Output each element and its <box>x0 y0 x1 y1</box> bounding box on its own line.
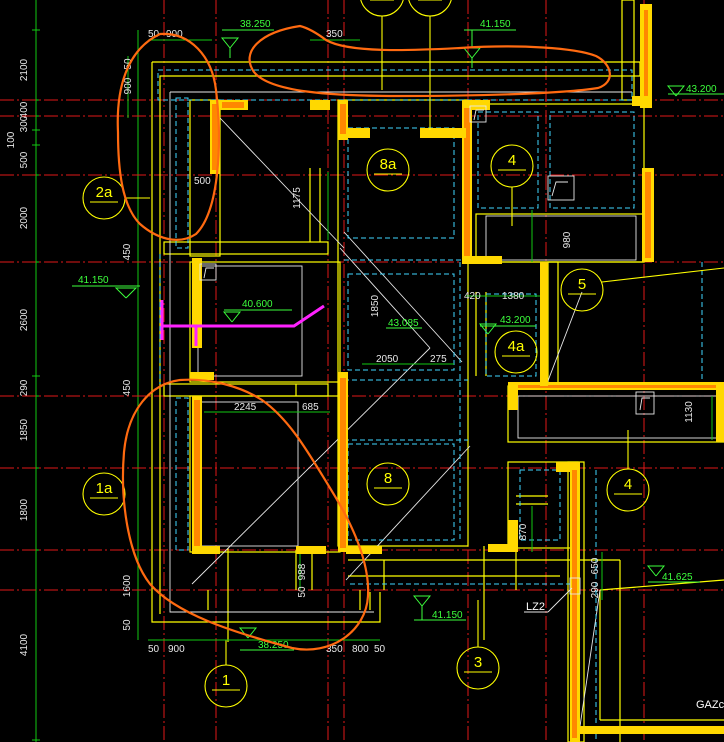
tag-lz2: LZ2 <box>526 601 545 613</box>
bubble-8a-label: 8a <box>380 156 397 173</box>
dim-988: 988 <box>297 563 308 580</box>
dim-500-2a: 500 <box>194 176 211 187</box>
bubble-4-top-label: 4 <box>508 152 516 169</box>
dim-bottom-50: 50 <box>148 644 160 655</box>
dim-2050: 2050 <box>376 354 399 365</box>
bubble-8a: 8a <box>366 148 410 192</box>
dim-1850: 1850 <box>19 418 30 441</box>
elev-41150-bottom-text: 41.150 <box>432 610 463 621</box>
magenta-pipe <box>160 300 325 346</box>
elev-38250-top-text: 38.250 <box>240 19 271 30</box>
elev-43200-top-text: 43.200 <box>686 84 717 95</box>
bubble-3: 3 <box>456 600 500 690</box>
dim-275: 275 <box>430 354 447 365</box>
left-dimension-chain: 2100 400 300 100 500 2000 450 2600 290 4… <box>6 0 139 742</box>
elevation-markers: 38.250 41.150 43.200 41.150 40.600 43.08… <box>72 19 724 651</box>
bubble-1: 1 <box>204 640 248 708</box>
elev-40600: 40.600 <box>222 299 292 323</box>
dim-bottom-800: 800 <box>352 644 369 655</box>
dim-4100: 4100 <box>19 633 30 656</box>
dim-870: 870 <box>518 523 529 540</box>
bubble-1a-label: 1a <box>96 480 113 497</box>
dim-650: 650 <box>590 557 601 574</box>
wall-fills <box>190 4 724 742</box>
markup-circle-bottom-left <box>121 378 370 651</box>
elev-38250-bottom-text: 38.250 <box>258 640 289 651</box>
bubble-4-right: 4 <box>606 430 650 512</box>
dim-1175: 1175 <box>292 187 303 209</box>
dim-290: 290 <box>19 379 30 396</box>
elev-41150-top-text: 41.150 <box>480 19 511 30</box>
dim-290-lower: 290 <box>590 581 601 598</box>
markup-circle-top <box>248 24 611 98</box>
dim-500: 500 <box>19 151 30 168</box>
dim-450-lower: 450 <box>122 379 133 396</box>
dim-top-350: 350 <box>326 29 343 40</box>
dim-1600: 1600 <box>122 574 133 597</box>
elev-41150-bottom: 41.150 <box>412 595 466 621</box>
elev-41625-text: 41.625 <box>662 572 693 583</box>
bubble-5: 5 <box>560 267 724 312</box>
elev-43085-text: 43.085 <box>388 318 419 329</box>
bubble-4-top: 4 <box>490 144 534 226</box>
tag-labels: LZ2 GAZc <box>524 577 724 711</box>
dim-100: 100 <box>6 131 17 148</box>
dim-980: 980 <box>562 231 573 248</box>
elev-43085: 43.085 <box>386 318 422 329</box>
elev-43200-mid-text: 43.200 <box>500 315 531 326</box>
bubble-4a: 4a <box>494 330 538 374</box>
dim-2600: 2600 <box>19 308 30 331</box>
dim-1850-mid: 1850 <box>370 294 381 317</box>
window-symbols <box>199 105 655 415</box>
elev-40600-text: 40.600 <box>242 299 273 310</box>
dim-420: 420 <box>464 291 481 302</box>
dim-50-lower: 50 <box>297 586 308 598</box>
elev-43200-mid: 43.200 <box>478 315 536 335</box>
elev-43200-top: 43.200 <box>666 84 724 97</box>
dim-bottom-50b: 50 <box>374 644 386 655</box>
dim-2000: 2000 <box>19 206 30 229</box>
hidden-lines <box>157 69 703 742</box>
dim-bottom-900: 900 <box>168 644 185 655</box>
bubble-2a-label: 2a <box>96 184 113 201</box>
tag-gazc: GAZc <box>696 699 724 711</box>
bubble-4-right-label: 4 <box>624 476 632 493</box>
dimension-labels: 50 900 350 900 50 500 1175 1850 2050 275… <box>123 29 713 655</box>
dim-1130: 1130 <box>684 401 695 423</box>
dim-bottom-350: 350 <box>326 644 343 655</box>
dim-900-left: 900 <box>123 77 134 94</box>
dim-2245: 2245 <box>234 402 257 413</box>
dim-685: 685 <box>302 402 319 413</box>
bubble-5-label: 5 <box>578 276 586 293</box>
dim-400: 400 <box>19 101 30 118</box>
dim-2100: 2100 <box>19 58 30 81</box>
room-bubbles: 2a 8a 4 5 4a 1a <box>82 0 724 708</box>
structure-outline <box>151 0 724 742</box>
bubble-3-label: 3 <box>474 654 482 671</box>
dim-1380: 1380 <box>502 291 525 302</box>
elev-38250-top: 38.250 <box>220 19 274 58</box>
elev-41150-left: 41.150 <box>72 275 140 299</box>
markup-circles <box>116 24 611 651</box>
bubble-8-label: 8 <box>384 470 392 487</box>
dim-top-50: 50 <box>148 29 160 40</box>
elev-41150-left-text: 41.150 <box>78 275 109 286</box>
bubble-8: 8 <box>366 462 410 506</box>
dim-50-left: 50 <box>122 619 133 631</box>
dim-1800: 1800 <box>19 498 30 521</box>
bubble-1a: 1a <box>82 472 126 516</box>
dim-300: 300 <box>19 115 30 132</box>
dim-450-upper: 450 <box>122 243 133 260</box>
bubble-1-label: 1 <box>222 672 230 689</box>
markup-circle-top-left <box>116 32 220 241</box>
bubble-4a-label: 4a <box>508 338 525 355</box>
elev-41625: 41.625 <box>646 565 700 583</box>
